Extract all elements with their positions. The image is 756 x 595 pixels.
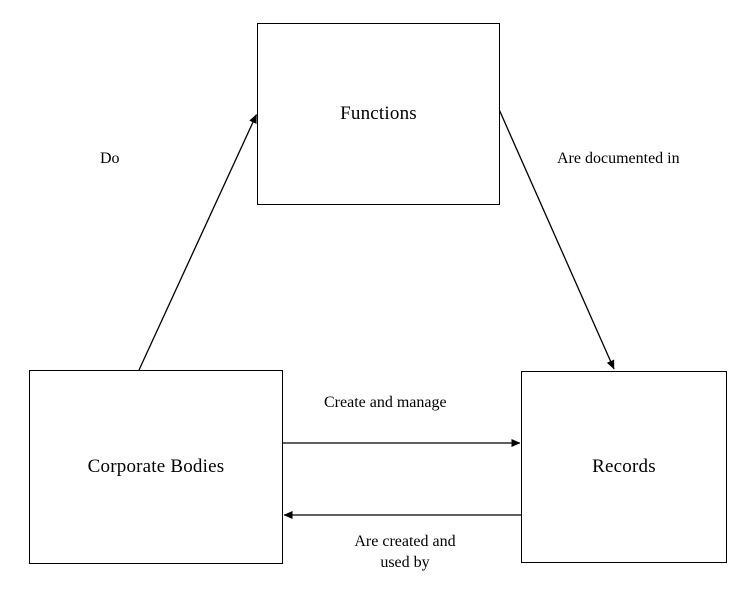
edge-label-are-documented-in: Are documented in <box>557 150 680 167</box>
entity-box-functions[interactable]: Functions <box>257 23 500 205</box>
entity-label-records: Records <box>592 455 656 477</box>
entity-box-corporate-bodies[interactable]: Corporate Bodies <box>29 370 283 564</box>
edge-do-line <box>138 114 258 371</box>
edge-label-create-and-manage: Create and manage <box>324 394 447 411</box>
entity-label-functions: Functions <box>340 102 417 124</box>
edge-label-do: Do <box>100 150 120 167</box>
entity-box-records[interactable]: Records <box>521 371 727 563</box>
edge-label-are-created-and-used-by: Are created and used by <box>335 531 475 573</box>
edge-are-documented-in-line <box>497 106 615 370</box>
edge-label-are-created-and-used-by-line1: Are created and <box>354 533 456 550</box>
entity-label-corporate-bodies: Corporate Bodies <box>87 455 225 477</box>
edge-label-are-created-and-used-by-line2: used by <box>380 554 430 571</box>
